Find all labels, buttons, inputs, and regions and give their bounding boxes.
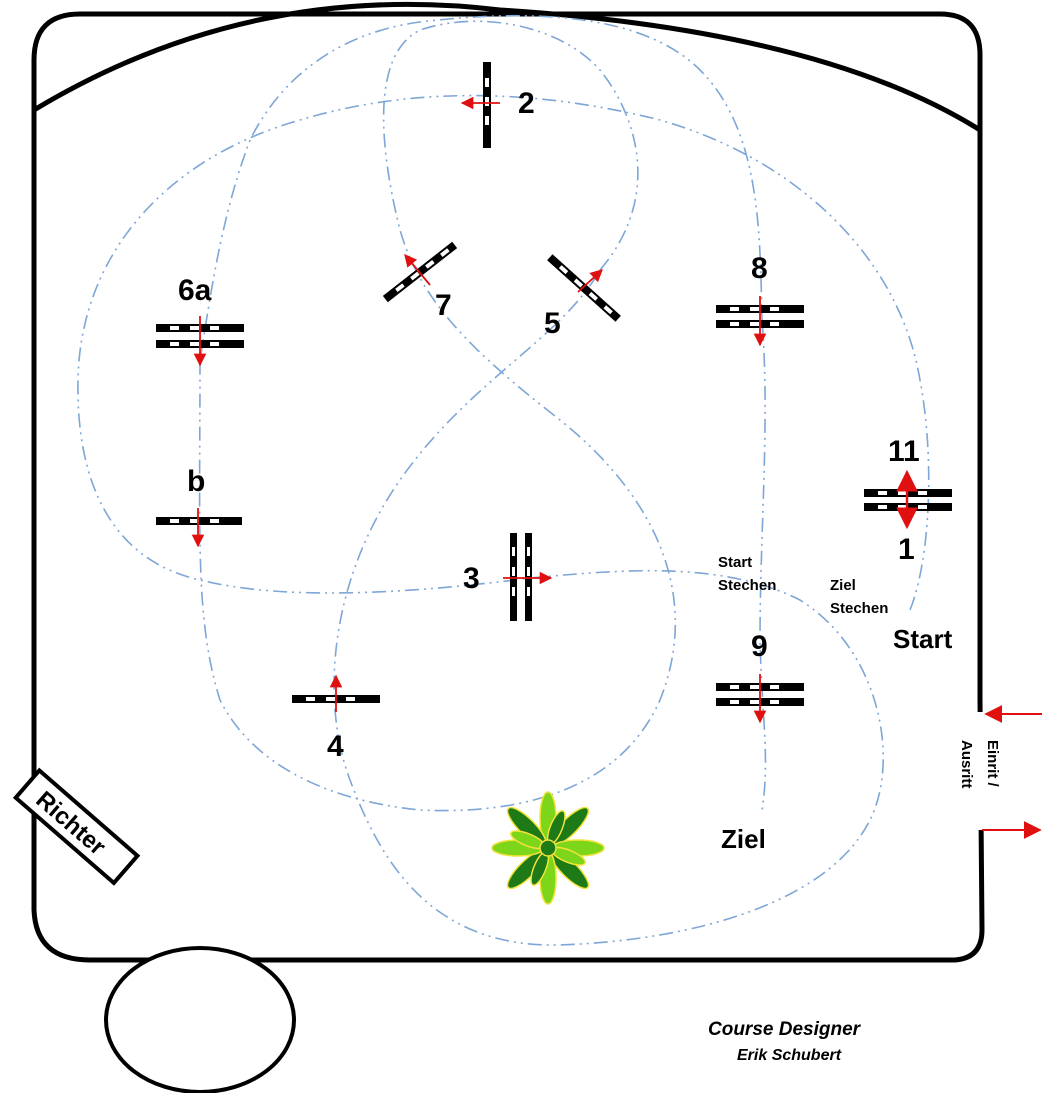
jump-1-label: 1 [898, 533, 915, 566]
start-stechen-label: Start [718, 554, 752, 571]
course-path [77, 14, 930, 946]
jump-5-arrow [577, 269, 603, 293]
arena-border [31, 11, 985, 963]
designer-name: Erik Schubert [737, 1047, 842, 1064]
arena [31, 1, 985, 963]
jump-3: 3 [463, 533, 553, 621]
jump-4-label: 4 [327, 730, 344, 763]
start-label: Start [893, 624, 953, 654]
jump-8-label: 8 [751, 252, 768, 285]
arena-corner-curve [32, 1, 982, 133]
start-stechen-label-2: Stechen [718, 577, 776, 594]
jump-3-label: 3 [463, 562, 480, 595]
entrance: Einrit / Ausritt [958, 705, 1042, 839]
ziel-stechen-label-2: Stechen [830, 600, 888, 617]
judge-box: Richter [12, 767, 296, 1093]
jump-7-label: 7 [435, 289, 452, 322]
ziel-stechen-label: Ziel [830, 577, 856, 594]
jump-2-label: 2 [518, 87, 535, 120]
jump-11-label: 11 [888, 435, 920, 468]
ziel-label: Ziel [721, 824, 766, 854]
jump-5-label: 5 [544, 307, 561, 340]
designer-title: Course Designer [708, 1019, 862, 1040]
jump-9-label: 9 [751, 630, 768, 663]
jump-8: 8 [716, 252, 804, 347]
jump-2: 2 [460, 62, 535, 148]
jump-11-1: 11 1 [864, 435, 952, 566]
jump-6b-label: b [187, 465, 205, 498]
entrance-label-2: Ausritt [958, 740, 975, 788]
jump-7-arrow [404, 254, 431, 286]
jump-6b: b [156, 465, 242, 548]
plant-icon [491, 791, 605, 905]
jump-6a: 6a [156, 274, 244, 367]
entrance-gap [975, 712, 987, 830]
jump-4: 4 [292, 674, 380, 763]
judge-circle [104, 946, 296, 1093]
entrance-label: Einrit / [984, 740, 1001, 788]
jump-6a-label: 6a [178, 274, 212, 307]
jump-5 [547, 254, 621, 322]
jump-9: 9 [716, 630, 804, 724]
